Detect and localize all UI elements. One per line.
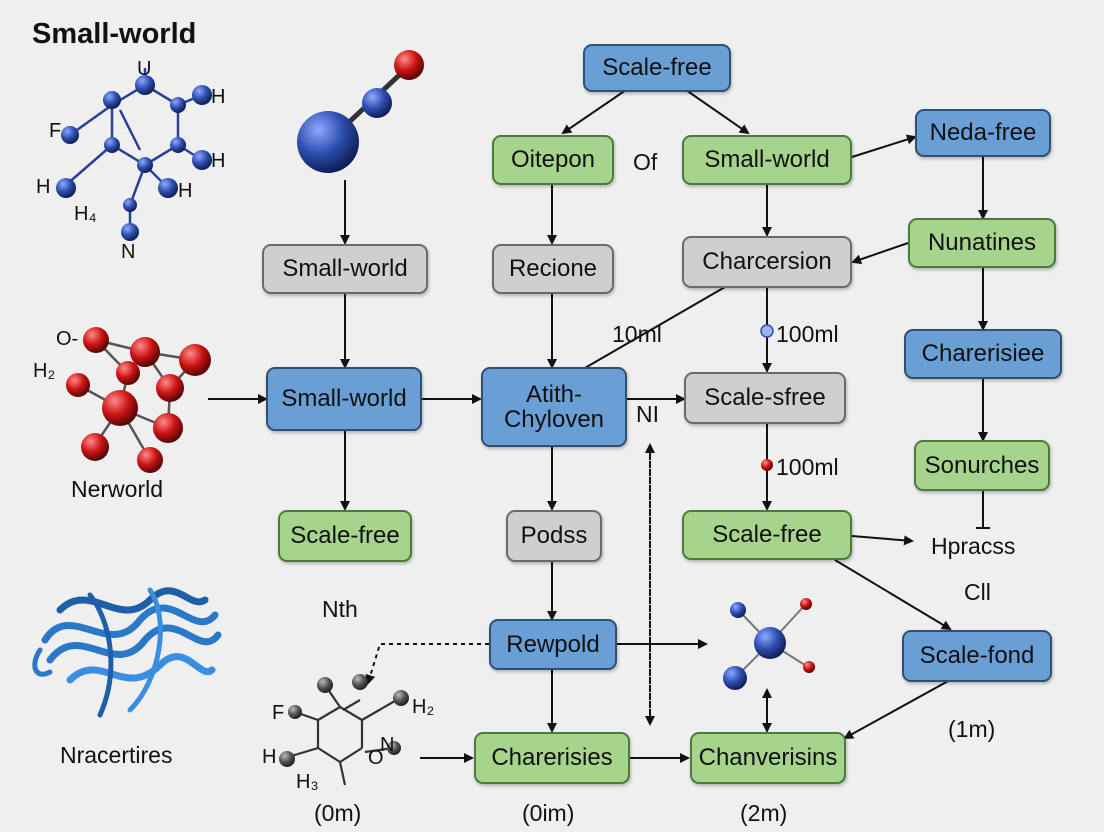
node-recione[interactable]: Recione bbox=[492, 244, 614, 294]
edge-top-to-small-world bbox=[685, 89, 750, 135]
node-sonurches[interactable]: Sonurches bbox=[914, 440, 1050, 491]
molecule-top-left-icon bbox=[56, 68, 212, 241]
atom-label-top-n: N bbox=[121, 241, 136, 263]
node-charerisiee[interactable]: Charerisiee bbox=[904, 329, 1062, 379]
atom-label-top-h3: H bbox=[36, 176, 51, 198]
molecule-center-icon bbox=[723, 598, 815, 690]
atom-label-top-h1: H bbox=[211, 86, 226, 108]
label-100ml-top: 100ml bbox=[776, 321, 839, 347]
dashed-edge-rewpold-to-bottom-molecule bbox=[365, 643, 489, 685]
atom-label-top-h4: H bbox=[178, 180, 193, 202]
node-charcersion[interactable]: Charcersion bbox=[682, 236, 852, 288]
atom-label-bot-h: H bbox=[262, 746, 277, 768]
node-top-scale-free[interactable]: Scale-free bbox=[583, 44, 731, 92]
label-100ml-bottom: 100ml bbox=[776, 454, 839, 480]
label-nerworld: Nerworld bbox=[71, 476, 164, 502]
edge-charcersion-to-atith bbox=[577, 286, 726, 373]
label-10ml: 10ml bbox=[612, 321, 662, 347]
molecule-red-icon bbox=[66, 327, 211, 473]
atom-label-top-f: F bbox=[49, 120, 62, 142]
node-top-small-world[interactable]: Small-world bbox=[682, 135, 852, 185]
molecule-bottom-ring-icon bbox=[279, 674, 409, 786]
label-0m: (0m) bbox=[314, 800, 362, 826]
node-charerisies[interactable]: Charerisies bbox=[474, 732, 630, 784]
label-hpracss: Hpracss bbox=[931, 533, 1016, 559]
node-atith-chyloven[interactable]: Atith-Chyloven bbox=[481, 367, 627, 447]
node-small-world-gray[interactable]: Small-world bbox=[262, 244, 428, 294]
atom-label-top-h4sub: H₄ bbox=[74, 203, 97, 225]
protein-ribbon-icon bbox=[32, 587, 222, 718]
label-2m: (2m) bbox=[740, 800, 788, 826]
edge-scale-free-to-scale-fond bbox=[834, 559, 952, 631]
label-1m: (1m) bbox=[948, 716, 996, 742]
label-of: Of bbox=[633, 149, 658, 175]
molecule-large-blue-icon bbox=[297, 50, 424, 173]
atom-label-bot-h3: H₃ bbox=[296, 771, 319, 793]
atom-label-red-h2: H₂ bbox=[33, 360, 56, 382]
page-title: Small-world bbox=[32, 18, 197, 50]
node-small-world-blue[interactable]: Small-world bbox=[266, 367, 422, 431]
node-chanverisins[interactable]: Chanverisins bbox=[690, 732, 846, 784]
atom-label-top-h2: H bbox=[211, 150, 226, 172]
dot-red-100ml bbox=[761, 459, 773, 471]
node-scale-fond[interactable]: Scale-fond bbox=[902, 630, 1052, 682]
label-nth: Nth bbox=[322, 596, 358, 622]
edge-top-to-oitepon bbox=[561, 89, 627, 135]
label-nracertires: Nracertires bbox=[60, 742, 173, 768]
edge-scale-fond-to-chanverisins bbox=[843, 679, 951, 739]
edge-scale-free-to-hpracss bbox=[851, 535, 914, 546]
node-scale-free-mid[interactable]: Scale-free bbox=[682, 510, 852, 560]
node-scale-free-left[interactable]: Scale-free bbox=[278, 510, 412, 562]
node-rewpold[interactable]: Rewpold bbox=[489, 619, 617, 670]
atom-label-top-u: U bbox=[137, 58, 152, 80]
label-0im: (0im) bbox=[522, 800, 575, 826]
node-scale-sfree[interactable]: Scale-sfree bbox=[684, 372, 846, 424]
node-neda-free[interactable]: Neda-free bbox=[915, 109, 1051, 157]
node-podss[interactable]: Podss bbox=[506, 510, 602, 562]
atom-label-red-o: O- bbox=[56, 328, 79, 350]
label-cll: Cll bbox=[964, 579, 991, 605]
edge-small-world-to-neda bbox=[851, 134, 917, 158]
node-oitepon[interactable]: Oitepon bbox=[492, 135, 614, 185]
node-nunatines[interactable]: Nunatines bbox=[908, 218, 1056, 268]
atom-label-bot-n: N bbox=[380, 734, 395, 756]
atom-label-bot-h2: H₂ bbox=[412, 696, 435, 718]
atom-label-bot-o: O bbox=[368, 747, 384, 769]
label-ni: NI bbox=[636, 401, 659, 427]
atom-label-bot-f: F bbox=[272, 702, 285, 724]
dot-blue-100ml bbox=[760, 324, 774, 338]
edge-nunatines-to-charcersion bbox=[851, 242, 909, 265]
